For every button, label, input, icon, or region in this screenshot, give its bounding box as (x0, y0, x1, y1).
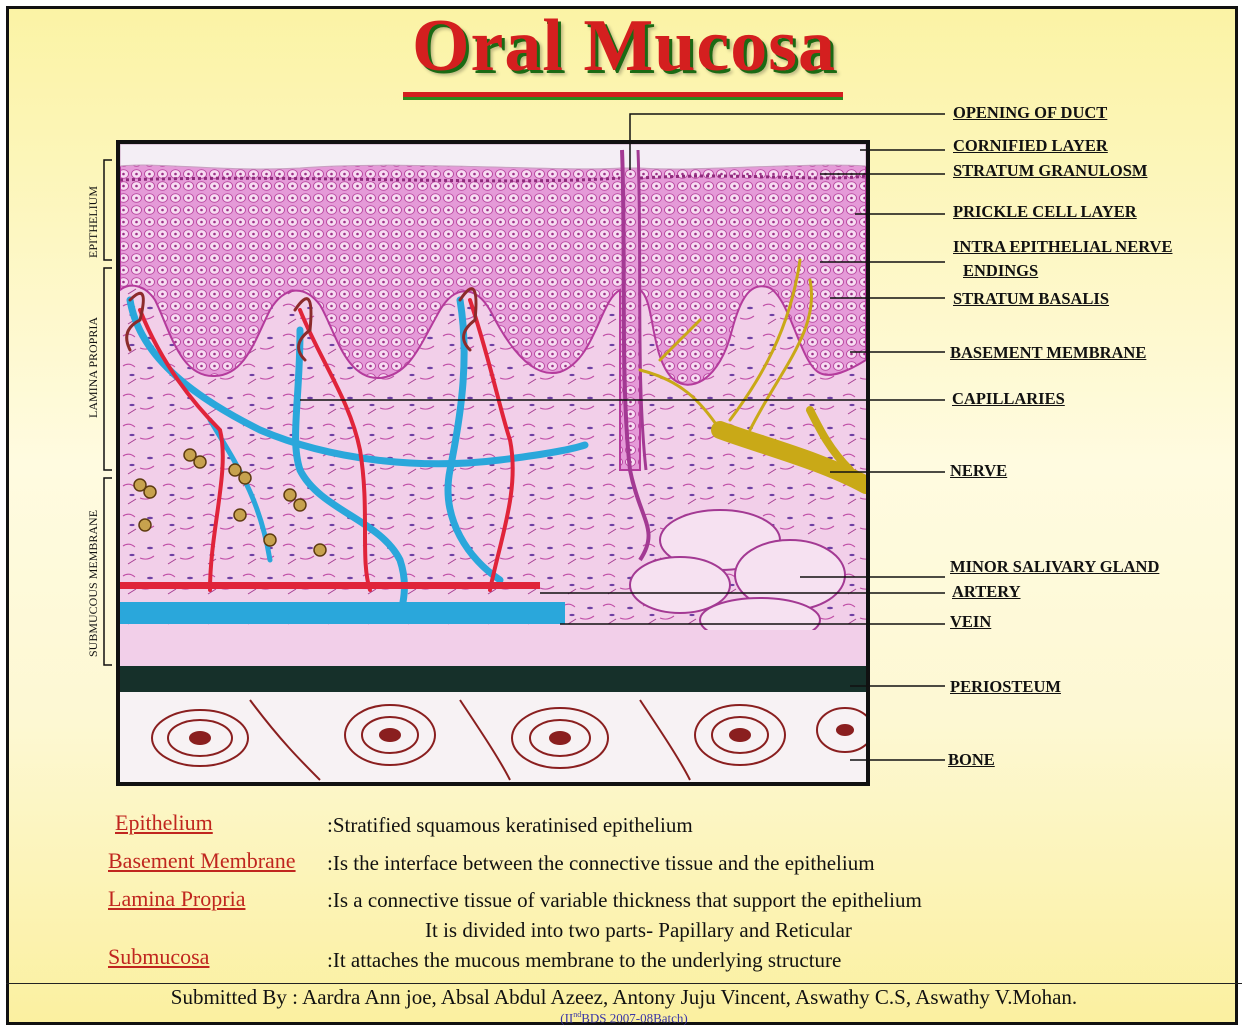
side-label-lamina-propria: LAMINA PROPRIA (86, 317, 101, 418)
label-vein: VEIN (950, 612, 991, 632)
term-basement-membrane: Basement Membrane (108, 848, 296, 874)
label-prickle-cell-layer: PRICKLE CELL LAYER (953, 202, 1137, 222)
label-nerve: NERVE (950, 461, 1007, 481)
label-opening-of-duct: OPENING OF DUCT (953, 103, 1107, 123)
label-capillaries: CAPILLARIES (952, 389, 1065, 409)
credits-divider (6, 983, 1242, 984)
periosteum (120, 666, 866, 692)
label-minor-salivary-gland: MINOR SALIVARY GLAND (950, 557, 1159, 577)
label-intra-epithelial-nerve: INTRA EPITHELIAL NERVE (953, 237, 1172, 257)
side-label-submucous-membrane: SUBMUCOUS MEMBRANE (86, 510, 101, 657)
vein (120, 602, 565, 624)
definition-lamina-propria-parts: It is divided into two parts- Papillary … (425, 918, 852, 943)
submitted-by: Submitted By : Aardra Ann joe, Absal Abd… (0, 985, 1248, 1010)
definition-submucosa: :It attaches the mucous membrane to the … (327, 948, 841, 973)
definition-lamina-propria: :Is a connective tissue of variable thic… (327, 888, 922, 913)
term-lamina-propria: Lamina Propria (108, 886, 245, 912)
label-artery: ARTERY (952, 582, 1021, 602)
cornified-layer (120, 144, 866, 169)
label-bone: BONE (948, 750, 995, 770)
label-basement-membrane: BASEMENT MEMBRANE (950, 343, 1146, 363)
batch-prefix: (II (560, 1010, 573, 1025)
batch-info: (IIndBDS 2007-08Batch) (0, 1010, 1248, 1026)
side-brackets (104, 160, 112, 665)
definition-epithelium: :Stratified squamous keratinised epithel… (327, 813, 693, 838)
label-cornified-layer: CORNIFIED LAYER (953, 136, 1108, 156)
term-submucosa: Submucosa (108, 944, 209, 970)
definition-basement-membrane: :Is the interface between the connective… (327, 851, 875, 876)
label-periosteum: PERIOSTEUM (950, 677, 1061, 697)
term-epithelium: Epithelium (115, 810, 213, 836)
batch-suffix: BDS 2007-08Batch) (581, 1010, 688, 1025)
label-stratum-basalis: STRATUM BASALIS (953, 289, 1109, 309)
label-endings: ENDINGS (963, 261, 1038, 281)
label-stratum-granulosm: STRATUM GRANULOSM (953, 161, 1148, 181)
side-label-epithelium: EPITHELIUM (86, 186, 101, 258)
artery (120, 582, 540, 589)
